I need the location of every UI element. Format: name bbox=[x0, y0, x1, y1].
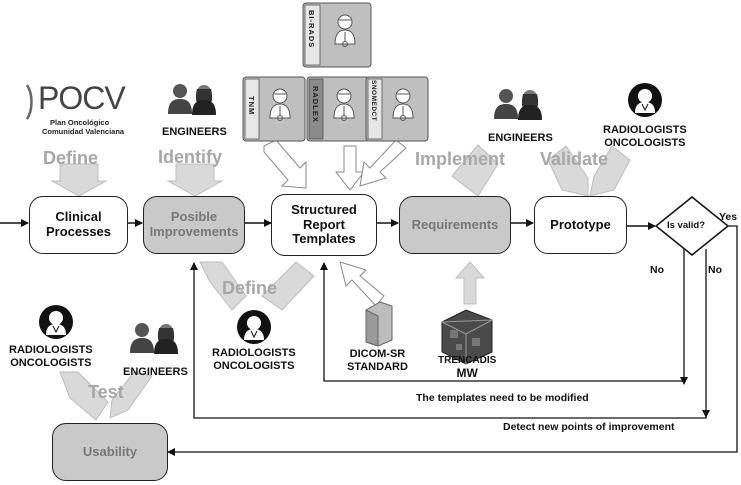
birads-card bbox=[302, 2, 372, 68]
pocv-logo: POCV bbox=[38, 80, 126, 116]
oncologists-text-test: ONCOLOGISTS bbox=[10, 356, 92, 369]
stage-implement-label: Implement bbox=[415, 149, 506, 169]
requirements-box: Requirements bbox=[399, 196, 511, 254]
doctor-icon-validate bbox=[627, 82, 663, 118]
pocv-subtitle-2: Comunidad Valenciana bbox=[42, 127, 125, 136]
oncologists-text-define: ONCOLOGISTS bbox=[213, 359, 295, 372]
stage-define2-label: Define bbox=[222, 278, 278, 298]
decision-no-label-2: No bbox=[708, 264, 722, 276]
trencadis-line-1: TRENCADIS bbox=[438, 355, 497, 366]
input-arrow-dicom bbox=[339, 261, 385, 307]
decision-question: Is valid? bbox=[667, 220, 706, 231]
stage-identify-label: Identify bbox=[158, 147, 223, 167]
radiologists-text-define: RADIOLOGISTS bbox=[212, 347, 296, 359]
oncologists-text-validate: ONCOLOGISTS bbox=[604, 136, 686, 149]
stage-define-label: Define bbox=[43, 148, 99, 168]
decision-no-label-1: No bbox=[650, 264, 664, 276]
dicom-sr-line-2: STANDARD bbox=[347, 360, 408, 373]
define2-arrow-left bbox=[199, 261, 247, 311]
engineers-icon-implement bbox=[494, 89, 542, 120]
validate-arrow-right bbox=[589, 145, 631, 197]
clinical-label-2: Processes bbox=[45, 224, 112, 239]
trencadis-up-arrow bbox=[454, 261, 486, 305]
test-arrow-right bbox=[109, 371, 153, 419]
improvement-note: Detect new points of improvement bbox=[503, 421, 675, 433]
trencadis-icon bbox=[441, 309, 493, 365]
doctor-icon-define bbox=[236, 309, 272, 345]
test-arrow-left bbox=[59, 371, 109, 421]
structured-label-2: Report bbox=[303, 216, 345, 232]
engineers-icon-test bbox=[130, 323, 178, 354]
usability-box: Usability bbox=[52, 423, 168, 481]
pocv-subtitle-1: Plan Oncológico bbox=[50, 118, 110, 127]
tnm-label: TNM bbox=[247, 96, 256, 116]
define-stage-arrow bbox=[50, 163, 108, 197]
engineers-label-identify: ENGINEERS bbox=[162, 126, 227, 138]
stage-test-label: Test bbox=[88, 382, 124, 402]
engineers-label-test: ENGINEERS bbox=[123, 366, 188, 378]
prototype-box: Prototype bbox=[534, 196, 627, 254]
engineers-icon-identify bbox=[168, 84, 216, 115]
input-arrow-tnm bbox=[263, 139, 307, 189]
snomed-card bbox=[365, 76, 429, 142]
identify-stage-arrow bbox=[166, 163, 224, 197]
tnm-card bbox=[242, 76, 306, 142]
birads-label: BI-RADS bbox=[307, 10, 316, 49]
stage-validate-label: Validate bbox=[540, 149, 609, 169]
yes-to-usability-arrow bbox=[167, 225, 738, 456]
decision-yes-label: Yes bbox=[719, 211, 738, 223]
decision-diamond bbox=[654, 196, 730, 256]
input-arrow-snomed bbox=[359, 139, 407, 187]
radlex-card bbox=[306, 76, 370, 142]
no-to-templates-arrow bbox=[320, 249, 685, 382]
dicom-sr-line-1: DICOM-SR bbox=[349, 348, 406, 360]
engineers-label-implement: ENGINEERS bbox=[488, 132, 553, 144]
input-arrow-radlex bbox=[334, 145, 366, 191]
doctor-icon-test bbox=[38, 304, 74, 340]
prototype-label: Prototype bbox=[550, 216, 611, 232]
templates-modify-note: The templates need to be modified bbox=[416, 392, 589, 404]
no-to-improvements-arrow bbox=[190, 249, 707, 419]
radlex-label: RADLEX bbox=[311, 86, 320, 123]
validate-arrow-left bbox=[547, 145, 589, 197]
trencadis-line-2: MW bbox=[456, 365, 478, 380]
radiologists-text-validate: RADIOLOGISTS bbox=[603, 124, 687, 136]
structured-label-3: Templates bbox=[292, 231, 356, 247]
structured-label-1: Structured bbox=[291, 201, 357, 217]
posible-label-1: Posible bbox=[170, 209, 218, 225]
pocv-logo-icon bbox=[25, 84, 33, 120]
clinical-label-1: Clinical bbox=[55, 209, 102, 225]
posible-label-2: Improvements bbox=[149, 224, 239, 239]
define2-arrow-right bbox=[261, 261, 315, 311]
radiologists-text-test: RADIOLOGISTS bbox=[9, 344, 93, 356]
snomed-label: SNOMEDCT bbox=[370, 80, 377, 122]
dicom-book-icon bbox=[365, 301, 393, 347]
requirements-label: Requirements bbox=[411, 216, 499, 232]
usability-label: Usability bbox=[82, 443, 138, 459]
